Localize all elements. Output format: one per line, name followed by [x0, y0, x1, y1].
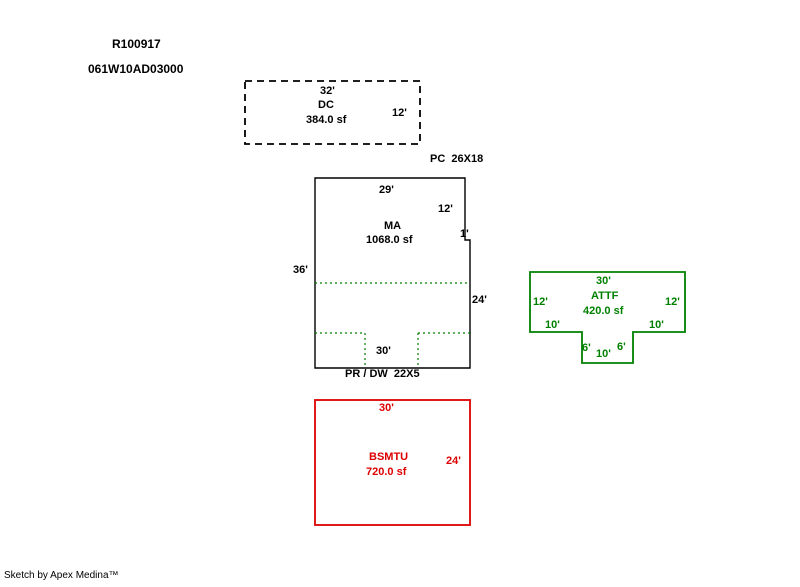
attf-area-label: 420.0 sf: [583, 305, 624, 317]
attf-dim-tab-bottom: 10': [596, 348, 611, 360]
attf-dim-top: 30': [596, 275, 611, 287]
ma-name-label: MA: [384, 220, 402, 232]
dc-name-label: DC: [318, 99, 334, 111]
attf-dim-left: 12': [533, 296, 548, 308]
ma-outline: [314, 177, 471, 369]
sketch-credit: Sketch by Apex Medina™: [4, 570, 119, 581]
attf-overlay-left-notch: [315, 332, 366, 368]
pr-dw-label: PR / DW 22X5: [345, 368, 420, 380]
dc-dim-top: 32': [320, 85, 335, 97]
attf-name-label: ATTF: [591, 290, 619, 302]
bsmtu-dim-top: 30': [379, 402, 394, 414]
parcel-id-label: R100917: [112, 37, 161, 51]
ma-area-label: 1068.0 sf: [366, 234, 413, 246]
dc-outline: [244, 80, 421, 145]
bsmtu-area-label: 720.0 sf: [366, 466, 407, 478]
attf-outline: [529, 271, 686, 364]
ma-dim-top: 29': [379, 184, 394, 196]
attf-dim-tab-right: 6': [617, 341, 626, 353]
attf-dim-right: 12': [665, 296, 680, 308]
dc-dim-right: 12': [392, 107, 407, 119]
bsmtu-name-label: BSMTU: [369, 451, 409, 463]
bsmtu-outline: [314, 399, 471, 526]
pc-label: PC 26X18: [430, 153, 484, 165]
ma-dim-right: 24': [472, 294, 487, 306]
attf-dim-tab-left: 6': [582, 342, 591, 354]
ma-dim-bottom: 30': [376, 345, 391, 357]
dc-area-label: 384.0 sf: [306, 114, 347, 126]
bsmtu-dim-right: 24': [446, 455, 461, 467]
ma-dim-left: 36': [293, 264, 308, 276]
attf-dim-bottom-right: 10': [649, 319, 664, 331]
ma-dim-right-jog: 1': [460, 228, 469, 240]
ma-dim-right-upper: 12': [438, 203, 453, 215]
attf-overlay-right-notch: [417, 332, 470, 368]
attf-dim-bottom-left: 10': [545, 319, 560, 331]
account-id-label: 061W10AD03000: [88, 62, 184, 76]
